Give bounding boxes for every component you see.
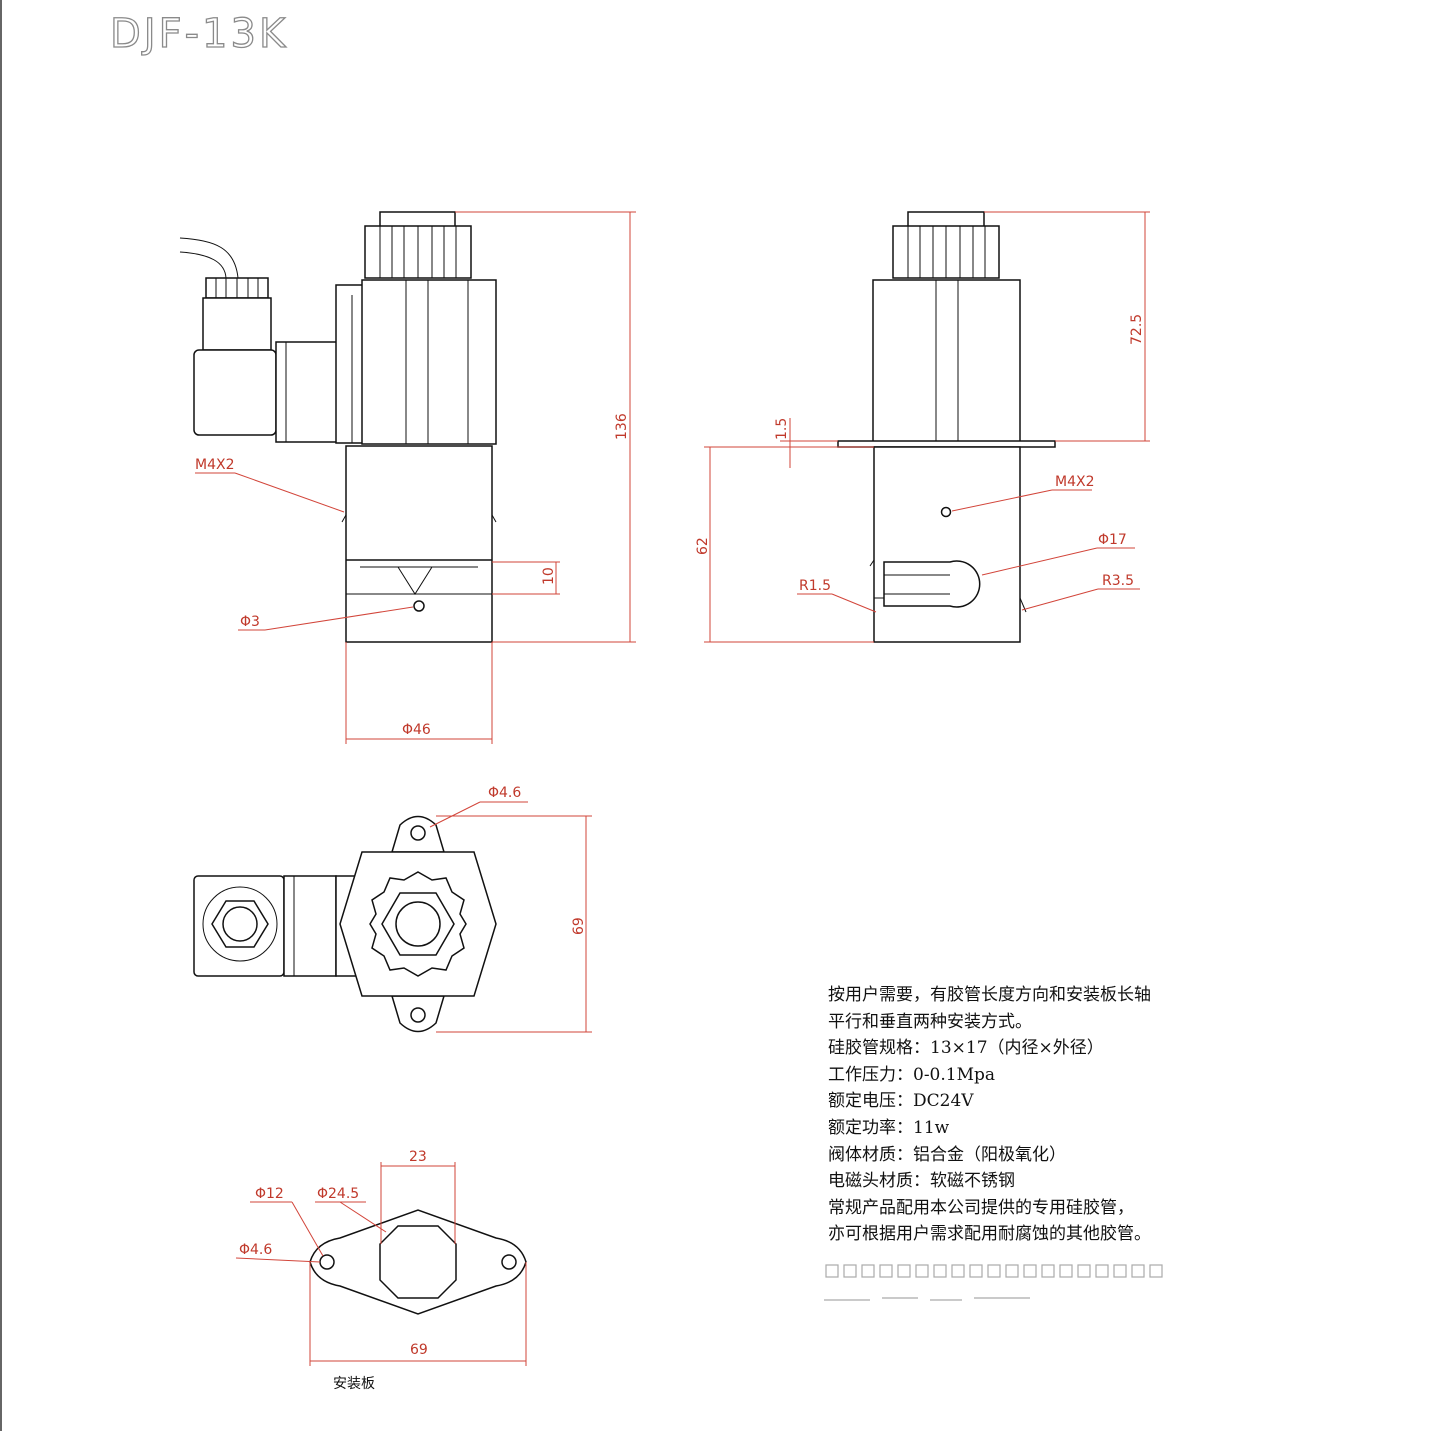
- dim-plate-69: 69: [410, 1342, 428, 1358]
- note-line: 额定电压：DC24V: [828, 1091, 974, 1112]
- plate-label: 安装板: [333, 1376, 375, 1392]
- dim-front-m4x2: M4X2: [195, 457, 234, 473]
- dim-slot-17: Φ17: [1098, 532, 1127, 548]
- spec-notes: 按用户需要，有胶管长度方向和安装板长轴 平行和垂直两种安装方式。 硅胶管规格：1…: [828, 982, 1248, 1248]
- note-line: 额定功率：11w: [828, 1117, 950, 1138]
- top-view: Φ4.6 69: [193, 785, 592, 1033]
- dim-r-3-5: R3.5: [1102, 573, 1134, 589]
- dim-plate-23: 23: [409, 1149, 427, 1165]
- drawing-title: DJF-13K: [110, 11, 288, 57]
- dim-side-m4x2: M4X2: [1055, 474, 1094, 490]
- dim-plate-12: Φ12: [255, 1186, 284, 1202]
- dim-gap-10: 10: [541, 567, 557, 585]
- dim-height-136: 136: [614, 413, 630, 440]
- front-view: 136 10 M4X2 Φ3 Φ46: [179, 211, 636, 744]
- faded-text: [824, 1264, 1163, 1301]
- dim-flange-1-5: 1.5: [774, 418, 790, 440]
- mounting-plate: 23 Φ12 Φ24.5 Φ4.6 69: [235, 1149, 527, 1366]
- side-view: 72.5 1.5 62 M4X2 Φ17 R1.5 R3.5: [695, 211, 1150, 643]
- dim-top-69: 69: [571, 917, 587, 935]
- dim-plate-24-5: Φ24.5: [317, 1186, 359, 1202]
- dim-plate-hole: Φ4.6: [239, 1242, 272, 1258]
- note-line: 工作压力：0-0.1Mpa: [828, 1064, 996, 1085]
- note-line: 硅胶管规格：13×17（内径×外径）: [828, 1038, 1104, 1059]
- note-line: 电磁头材质：软磁不锈钢: [828, 1171, 1015, 1192]
- dim-diameter-46: Φ46: [402, 722, 431, 738]
- dim-r-1-5: R1.5: [799, 578, 831, 594]
- dim-front-hole: Φ3: [240, 614, 260, 630]
- note-line: 阀体材质：铝合金（阳极氧化）: [828, 1144, 1066, 1165]
- dim-top-hole: Φ4.6: [488, 785, 521, 801]
- dim-upper-72-5: 72.5: [1129, 314, 1145, 345]
- dim-lower-62: 62: [695, 537, 711, 555]
- note-line: 亦可根据用户需求配用耐腐蚀的其他胶管。: [828, 1224, 1151, 1245]
- note-line: 常规产品配用本公司提供的专用硅胶管，: [828, 1197, 1134, 1218]
- note-line: 平行和垂直两种安装方式。: [828, 1011, 1032, 1032]
- note-line: 按用户需要，有胶管长度方向和安装板长轴: [828, 985, 1151, 1005]
